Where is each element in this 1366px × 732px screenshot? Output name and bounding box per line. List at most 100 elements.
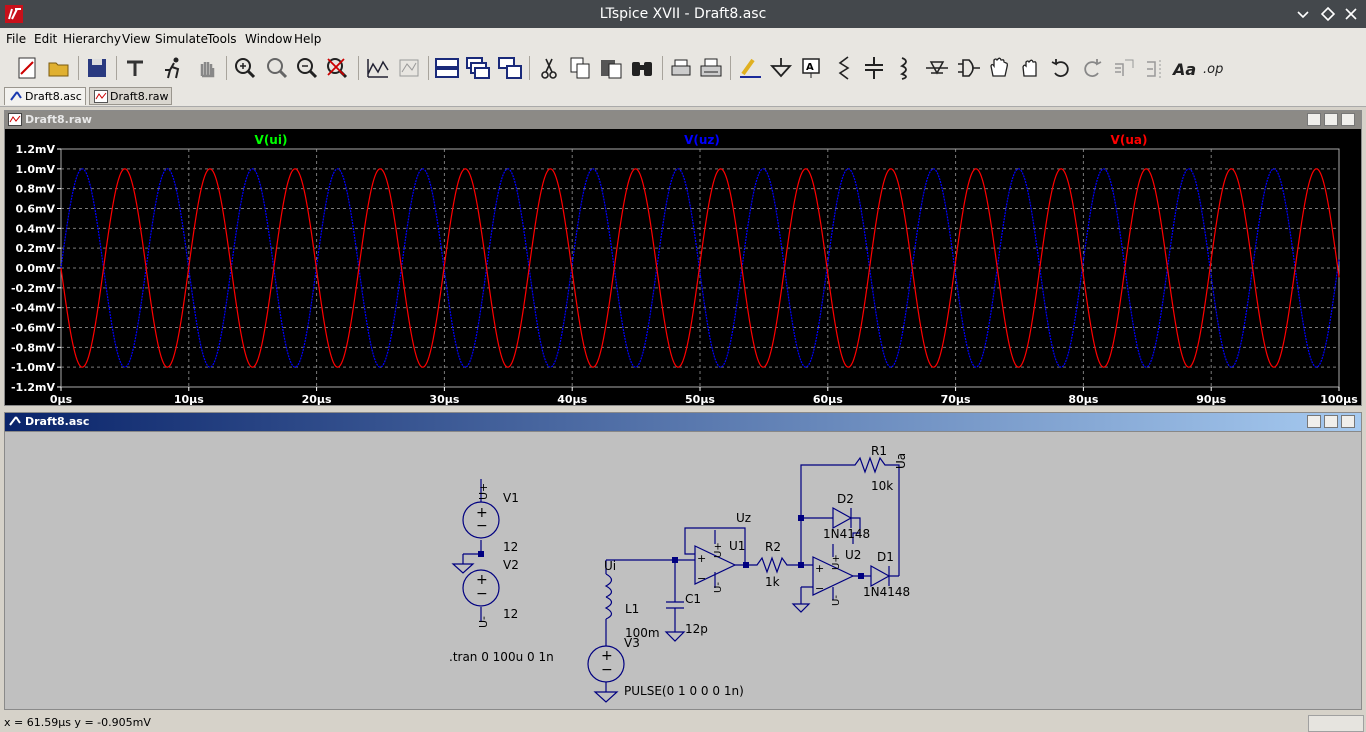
print-setup-icon[interactable] <box>668 54 694 82</box>
y-tick-label: 0.8mV <box>16 183 56 196</box>
x-tick-label: 20µs <box>302 393 332 405</box>
menu-help[interactable]: Help <box>294 32 322 46</box>
autorange-icon[interactable] <box>365 54 391 82</box>
cascade-icon[interactable] <box>465 54 491 82</box>
legend-vui[interactable]: V(ui) <box>255 133 288 147</box>
legend-vuz[interactable]: V(uz) <box>684 133 720 147</box>
paste-icon[interactable] <box>598 54 624 82</box>
u1-minus: − <box>697 572 706 585</box>
redo-icon[interactable] <box>1079 54 1105 82</box>
schematic-minimize-button[interactable] <box>1307 415 1321 428</box>
close-icon[interactable] <box>1342 5 1360 23</box>
zoom-pan-icon[interactable] <box>264 54 290 82</box>
find-icon[interactable] <box>629 54 655 82</box>
menu-edit[interactable]: Edit <box>34 32 58 46</box>
tab-waveform[interactable]: Draft8.raw <box>89 87 172 105</box>
waveform-window-icon <box>8 113 22 126</box>
x-tick-label: 0µs <box>50 393 73 405</box>
text-icon[interactable]: Aa <box>1172 54 1198 82</box>
drag-hand-icon[interactable] <box>1017 54 1043 82</box>
schematic-icon <box>10 91 22 101</box>
legend-vua[interactable]: V(ua) <box>1111 133 1148 147</box>
status-bar: x = 61.59µs y = -0.905mV <box>0 712 1366 732</box>
waveform-maximize-button[interactable] <box>1324 113 1338 126</box>
save-icon[interactable] <box>84 54 110 82</box>
copy-icon[interactable] <box>567 54 593 82</box>
x-tick-label: 60µs <box>813 393 843 405</box>
resistor-icon[interactable] <box>831 54 857 82</box>
v1-name: V1 <box>503 491 519 505</box>
x-tick-label: 50µs <box>685 393 715 405</box>
run-icon[interactable] <box>160 54 186 82</box>
title-bar: LTspice XVII - Draft8.asc <box>0 0 1366 28</box>
v1-plus: + <box>476 505 488 521</box>
v2-name: V2 <box>503 558 519 572</box>
toolbar: A Aa .op <box>0 50 1366 87</box>
u1-pin-up: U+ <box>713 542 724 558</box>
net-label-ua: Ua <box>894 453 908 469</box>
svg-text:.op: .op <box>1203 62 1223 77</box>
draw-wire-icon[interactable] <box>737 54 763 82</box>
menu-window[interactable]: Window <box>245 32 293 46</box>
v1-minus: − <box>476 518 488 534</box>
menu-simulate[interactable]: Simulate <box>155 32 209 46</box>
component-icon[interactable] <box>955 54 981 82</box>
open-folder-icon[interactable] <box>46 54 72 82</box>
tile-vertical-icon[interactable] <box>497 54 523 82</box>
undo-icon[interactable] <box>1048 54 1074 82</box>
zoom-fit-icon[interactable] <box>324 54 350 82</box>
v2-plus: + <box>476 572 488 588</box>
y-tick-label: -0.2mV <box>11 282 56 295</box>
ground-icon[interactable] <box>768 54 794 82</box>
spice-directive-icon[interactable]: .op <box>1203 54 1229 82</box>
schematic-maximize-button[interactable] <box>1324 415 1338 428</box>
mirror-icon[interactable] <box>1141 54 1167 82</box>
schematic-close-button[interactable] <box>1341 415 1355 428</box>
document-tabs: Draft8.asc Draft8.raw <box>0 86 1366 107</box>
inductor-icon[interactable] <box>892 54 918 82</box>
x-tick-label: 10µs <box>174 393 204 405</box>
menu-hierarchy[interactable]: Hierarchy <box>63 32 122 46</box>
schematic-window-title: Draft8.asc <box>25 415 90 428</box>
fft-icon[interactable] <box>396 54 422 82</box>
rotate-icon[interactable] <box>1111 54 1137 82</box>
new-schematic-icon[interactable] <box>14 54 40 82</box>
minimize-icon[interactable] <box>1294 5 1312 23</box>
halt-icon[interactable] <box>194 54 220 82</box>
tab-schematic[interactable]: Draft8.asc <box>4 87 86 105</box>
schematic-drawing[interactable]: + − + − + − + − + − U+ U- U+ U- U+ U- Ua… <box>5 432 1361 710</box>
print-icon[interactable] <box>698 54 724 82</box>
trace-vua[interactable] <box>60 168 1340 368</box>
waveform-minimize-button[interactable] <box>1307 113 1321 126</box>
cut-icon[interactable] <box>536 54 562 82</box>
waveform-close-button[interactable] <box>1341 113 1355 126</box>
window-title: LTspice XVII - Draft8.asc <box>599 6 767 22</box>
cursor-readout: x = 61.59µs y = -0.905mV <box>4 716 151 729</box>
diode-icon[interactable] <box>924 54 950 82</box>
schematic-window: Draft8.asc <box>4 412 1362 710</box>
control-panel-icon[interactable] <box>122 54 148 82</box>
schematic-canvas[interactable]: + − + − + − + − + − U+ U- U+ U- U+ U- Ua… <box>5 431 1361 709</box>
y-tick-label: -1.2mV <box>11 381 56 394</box>
spice-directive[interactable]: .tran 0 100u 0 1n <box>449 650 554 664</box>
u1-plus: + <box>697 552 706 565</box>
menu-file[interactable]: File <box>6 32 27 46</box>
y-tick-label: 0.4mV <box>16 222 56 235</box>
r2-name: R2 <box>765 540 781 554</box>
zoom-out-icon[interactable] <box>294 54 320 82</box>
zoom-in-icon[interactable] <box>232 54 258 82</box>
menu-view[interactable]: View <box>122 32 151 46</box>
v1-value: 12 <box>503 540 518 554</box>
move-hand-icon[interactable] <box>986 54 1012 82</box>
waveform-window-title: Draft8.raw <box>25 113 92 126</box>
label-net-icon[interactable]: A <box>799 54 825 82</box>
tile-horizontal-icon[interactable] <box>434 54 460 82</box>
capacitor-icon[interactable] <box>861 54 887 82</box>
maximize-icon[interactable] <box>1319 5 1337 23</box>
x-tick-label: 40µs <box>557 393 587 405</box>
d1-name: D1 <box>877 550 894 564</box>
y-tick-label: 0.6mV <box>16 203 56 216</box>
menu-tools[interactable]: Tools <box>207 32 237 46</box>
waveform-chart[interactable]: 1.2mV1.0mV0.8mV0.6mV0.4mV0.2mV0.0mV-0.2m… <box>5 129 1361 406</box>
